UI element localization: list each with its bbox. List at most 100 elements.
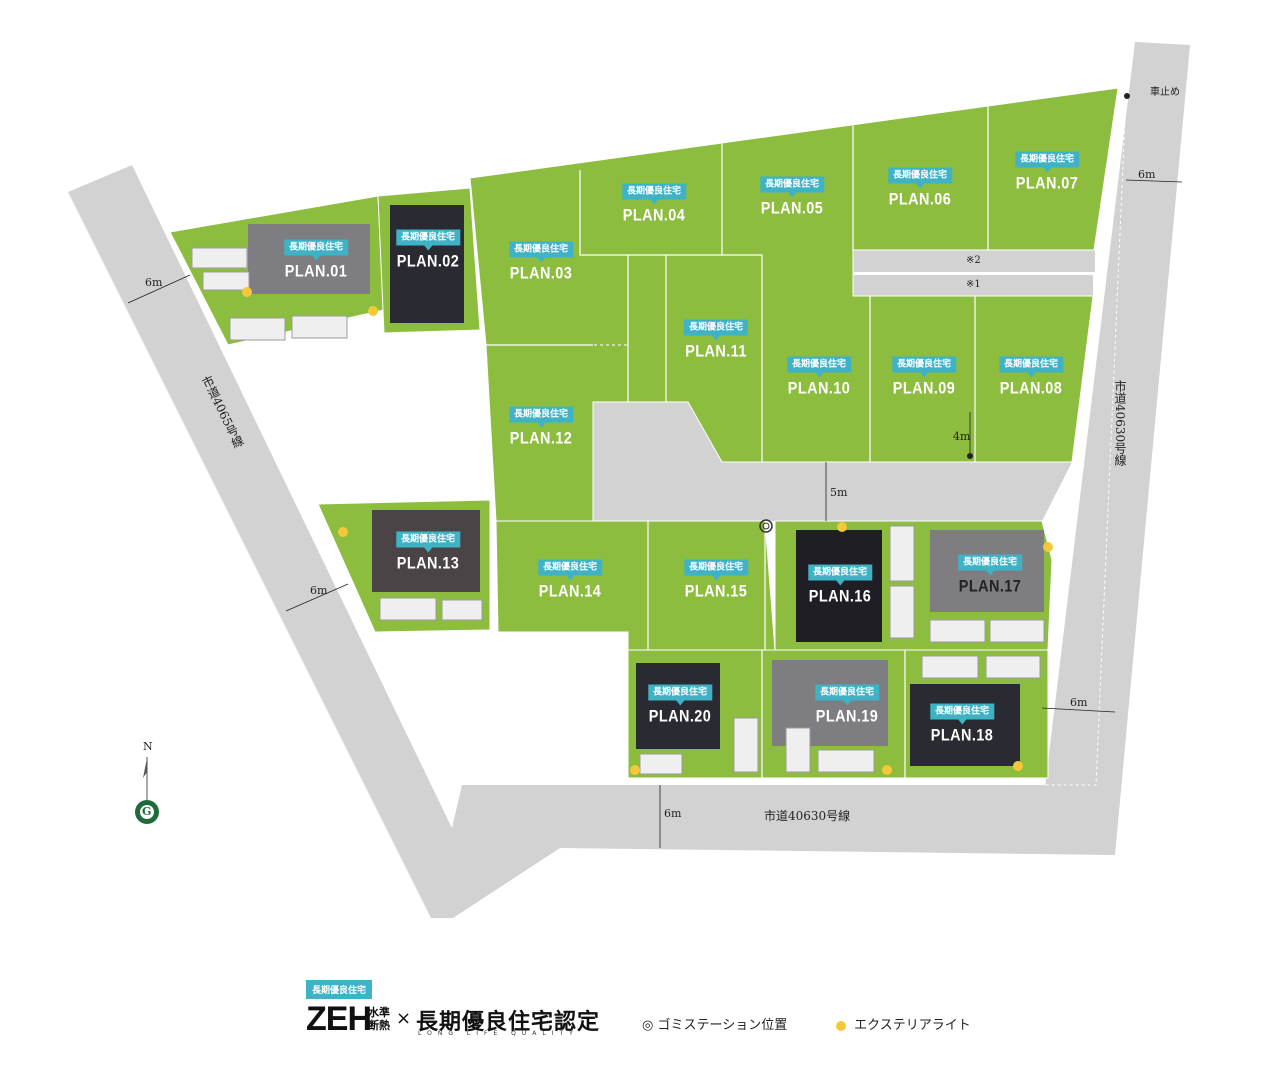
plan-title: PLAN.01 <box>284 261 348 281</box>
dimension-lines <box>127 179 1183 848</box>
badge: 長期優良住宅 <box>998 356 1064 378</box>
plan-title: PLAN.02 <box>396 251 460 271</box>
badge: 長期優良住宅 <box>929 703 995 725</box>
house-plan18 <box>910 684 1020 766</box>
compass-icon <box>135 757 159 824</box>
plan-title: PLAN.19 <box>815 706 879 726</box>
note-car-stop: 車止め <box>1150 87 1180 98</box>
legend-badge: 長期優良住宅 <box>306 980 373 999</box>
car-stop-marker <box>1124 93 1130 99</box>
garbage-station-legend-icon: ◎ <box>642 1018 654 1033</box>
light-legend-label: エクステリアライト <box>854 1018 971 1033</box>
badge: 長期優良住宅 <box>786 356 852 378</box>
badge: 長期優良住宅 <box>683 559 749 581</box>
badge: 長期優良住宅 <box>537 559 603 581</box>
plan-title: PLAN.09 <box>892 378 956 398</box>
times-sign: × <box>396 1008 412 1029</box>
light-legend: エクステリアライト <box>836 1014 971 1033</box>
lane-marker <box>967 453 973 459</box>
road-right <box>1042 42 1190 855</box>
dim-left-upper: 6m <box>145 276 163 289</box>
badge: 長期優良住宅 <box>508 241 574 263</box>
badge: 長期優良住宅 <box>814 684 880 706</box>
garbage-legend-label: ゴミステーション位置 <box>657 1018 788 1033</box>
plan-title: PLAN.16 <box>808 586 872 606</box>
plan-title: PLAN.05 <box>760 198 824 218</box>
note-1: ※1 <box>966 279 981 290</box>
parking-spaces <box>191 247 1045 775</box>
badge: 長期優良住宅 <box>395 531 461 553</box>
zeh-logo: ZEH <box>306 1000 372 1038</box>
garbage-legend: ◎ ゴミステーション位置 <box>642 1014 787 1033</box>
dim-lane: 4m <box>953 430 971 443</box>
house-plan16 <box>796 530 882 642</box>
plan-title: PLAN.07 <box>1015 173 1079 193</box>
badge: 長期優良住宅 <box>683 319 749 341</box>
road-label-right: 市道40630号線 <box>1113 380 1127 467</box>
badge: 長期優良住宅 <box>759 176 825 198</box>
plan-title: PLAN.10 <box>787 378 851 398</box>
road-label-bottom: 市道40630号線 <box>764 809 851 823</box>
dim-right-lower: 6m <box>1070 696 1088 709</box>
plan-title: PLAN.04 <box>622 205 686 225</box>
house-plan01 <box>248 224 370 294</box>
garbage-station-inner <box>762 522 770 530</box>
legend: 長期優良住宅 ZEH 水準断熱 × 長期優良住宅認定 LONG LIFE QUA… <box>306 980 1006 1040</box>
badge: 長期優良住宅 <box>508 406 574 428</box>
road-left <box>68 165 477 918</box>
plan-title: PLAN.06 <box>888 189 952 209</box>
plan-title: PLAN.03 <box>509 263 573 283</box>
dim-top-right: 6m <box>1138 168 1156 181</box>
house-plan20 <box>636 663 720 749</box>
house-plan02 <box>390 205 464 323</box>
badge: 長期優良住宅 <box>957 554 1023 576</box>
badge: 長期優良住宅 <box>395 229 461 251</box>
lane-note-2 <box>853 250 1095 272</box>
exterior-lights <box>242 287 1053 775</box>
plan-title: PLAN.12 <box>509 428 573 448</box>
garbage-station-icon <box>759 519 773 533</box>
road-bottom <box>431 785 1115 918</box>
plan-title: PLAN.14 <box>538 581 602 601</box>
dim-inner: 5m <box>830 486 848 499</box>
plan-title: PLAN.13 <box>396 553 460 573</box>
dim-bottom: 6m <box>664 807 682 820</box>
badge: 長期優良住宅 <box>1014 151 1080 173</box>
plan-title: PLAN.20 <box>648 706 712 726</box>
compass-mark: G <box>142 805 152 818</box>
plan-title: PLAN.11 <box>685 341 747 361</box>
badge: 長期優良住宅 <box>891 356 957 378</box>
plan-title: PLAN.15 <box>684 581 748 601</box>
badge: 長期優良住宅 <box>283 239 349 261</box>
dim-left-lower: 6m <box>310 584 328 597</box>
certification-title: 長期優良住宅認定 <box>416 1010 601 1035</box>
lot-lines <box>486 105 989 778</box>
tagline: LONG LIFE QUALITY <box>418 1030 579 1037</box>
exterior-light-legend-icon <box>836 1020 846 1031</box>
road-inner <box>593 402 1072 521</box>
dashed-lines <box>486 94 1127 786</box>
lane-note-1 <box>853 275 1093 296</box>
plan-title: PLAN.18 <box>930 725 994 745</box>
